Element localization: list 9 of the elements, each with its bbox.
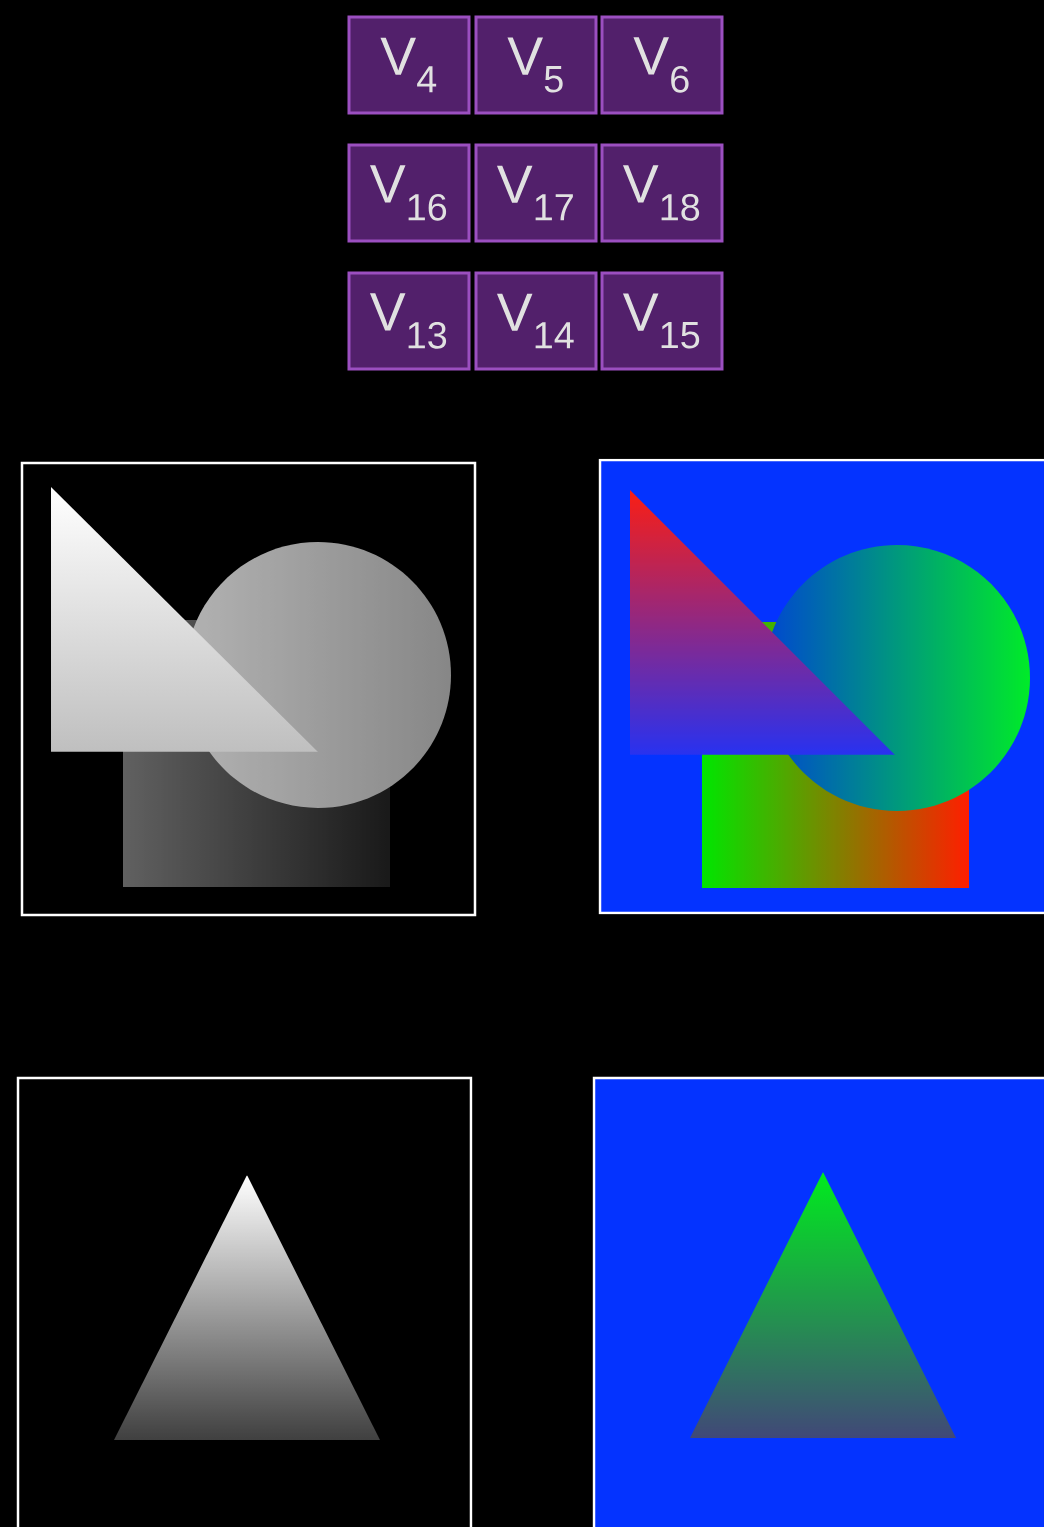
variable-box: V$_{5}$: [474, 15, 598, 115]
variable-box: V$_{18}$: [600, 143, 724, 243]
variable-box: V$_{17}$: [474, 143, 598, 243]
variable-box: V$_{14}$: [474, 271, 598, 371]
variable-box: V$_{4}$: [347, 15, 471, 115]
variable-box: V$_{16}$: [347, 143, 471, 243]
variable-box: V$_{6}$: [600, 15, 724, 115]
variable-box: V$_{15}$: [600, 271, 724, 371]
variable-box: V$_{13}$: [347, 271, 471, 371]
